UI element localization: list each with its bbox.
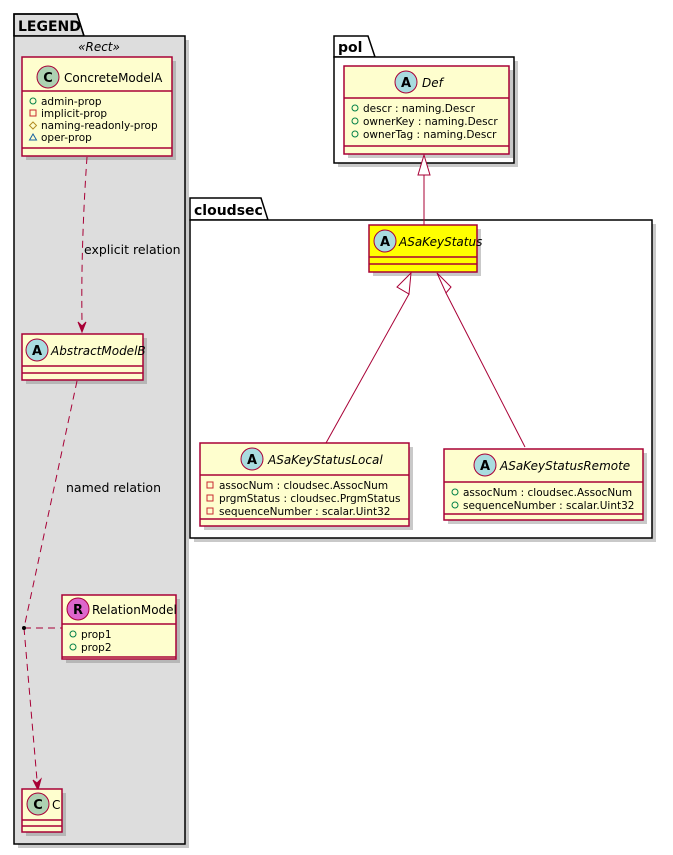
class-name: ConcreteModelA <box>64 71 163 85</box>
public-visibility-icon <box>351 104 359 112</box>
edge-inherit-remote <box>436 272 526 448</box>
edge-named-relation: named relation <box>22 380 161 792</box>
edge-label: explicit relation <box>84 242 181 257</box>
class-name: ASaKeyStatus <box>398 235 482 249</box>
svg-text:A: A <box>380 235 390 250</box>
arrow-head-icon <box>32 777 42 792</box>
class-name: ASaKeyStatusRemote <box>499 459 630 473</box>
attribute-list: admin-prop implicit-prop naming-readonly… <box>28 96 158 144</box>
edge-explicit-relation: explicit relation <box>77 156 181 334</box>
attribute: sequenceNumber : scalar.Uint32 <box>463 500 634 512</box>
class-name: AbstractModelB <box>50 344 146 358</box>
abstract-icon <box>25 338 49 362</box>
attribute: implicit-prop <box>41 108 107 120</box>
attribute: ownerKey : naming.Descr <box>363 116 498 128</box>
legend-stereotype: «Rect» <box>78 40 120 54</box>
abstract-icon <box>373 229 397 253</box>
public-visibility-icon <box>451 488 459 496</box>
legend-package-title: LEGEND <box>18 19 81 35</box>
inheritance-arrow-icon <box>436 272 452 294</box>
pol-package-title: pol <box>338 40 362 56</box>
public-visibility-icon <box>351 130 359 138</box>
svg-text:A: A <box>247 453 257 468</box>
attribute: naming-readonly-prop <box>41 120 158 132</box>
attribute: ownerTag : naming.Descr <box>363 129 497 141</box>
svg-text:C: C <box>43 71 53 86</box>
private-visibility-icon <box>206 481 214 489</box>
class-icon <box>26 792 50 816</box>
protected-visibility-icon <box>28 121 38 130</box>
class-name: RelationModel <box>92 603 177 617</box>
abstract-icon <box>473 453 497 477</box>
package-visibility-icon <box>28 133 38 141</box>
public-visibility-icon <box>351 117 359 125</box>
class-name: C <box>52 798 60 812</box>
attribute: admin-prop <box>41 96 102 108</box>
public-visibility-icon <box>69 630 77 638</box>
private-visibility-icon <box>206 494 214 502</box>
class-asakeystatus[interactable]: A ASaKeyStatus <box>368 224 482 276</box>
edge-inherit-def <box>417 153 431 225</box>
class-asakeystatusremote[interactable]: A ASaKeyStatusRemote assocNum : cloudsec… <box>443 448 647 524</box>
relation-junction-dot <box>22 626 26 630</box>
attribute: prop2 <box>81 642 112 654</box>
class-asakeystatuslocal[interactable]: A ASaKeyStatusLocal assocNum : cloudsec.… <box>199 442 413 530</box>
inheritance-arrow-icon <box>417 153 431 176</box>
abstract-icon <box>240 447 264 471</box>
abstract-icon <box>394 70 418 94</box>
legend-package: LEGEND «Rect» <box>13 13 189 848</box>
class-c[interactable]: C C <box>21 788 66 836</box>
svg-text:A: A <box>401 76 411 91</box>
svg-text:C: C <box>33 798 43 813</box>
edge-label: named relation <box>66 480 161 495</box>
edge-inherit-local <box>325 271 412 444</box>
attribute: assocNum : cloudsec.AssocNum <box>219 480 388 492</box>
attribute: sequenceNumber : scalar.Uint32 <box>219 506 390 518</box>
attribute: oper-prop <box>41 132 92 144</box>
class-relation-model[interactable]: R RelationModel prop1 prop2 <box>61 594 180 663</box>
cloudsec-package-title: cloudsec <box>194 203 263 219</box>
class-name: Def <box>422 76 445 90</box>
private-visibility-icon <box>206 507 214 515</box>
attribute: descr : naming.Descr <box>363 103 476 115</box>
class-abstract-model-b[interactable]: A AbstractModelB <box>21 333 147 384</box>
svg-text:A: A <box>32 344 42 359</box>
inheritance-arrow-icon <box>396 271 412 295</box>
svg-text:R: R <box>73 603 83 618</box>
attribute: prgmStatus : cloudsec.PrgmStatus <box>219 493 400 505</box>
public-visibility-icon <box>69 643 77 651</box>
relation-icon <box>66 597 90 621</box>
class-def[interactable]: A Def descr : naming.Descr ownerKey : na… <box>343 65 513 158</box>
class-name: ASaKeyStatusLocal <box>267 453 383 467</box>
arrow-head-icon <box>77 321 87 334</box>
public-visibility-icon <box>29 97 37 105</box>
svg-text:A: A <box>480 459 490 474</box>
class-icon <box>36 65 60 89</box>
attribute: assocNum : cloudsec.AssocNum <box>463 487 632 499</box>
attribute: prop1 <box>81 629 112 641</box>
public-visibility-icon <box>451 501 459 509</box>
private-visibility-icon <box>29 109 37 117</box>
class-concrete-model-a[interactable]: C ConcreteModelA admin-prop implicit-pro… <box>21 56 176 160</box>
